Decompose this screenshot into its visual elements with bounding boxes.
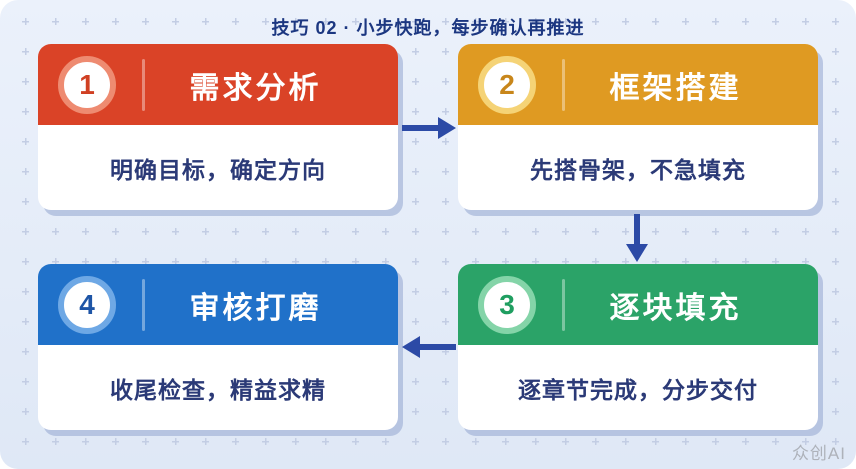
- step-4-header: 4 审核打磨: [38, 264, 398, 345]
- header-divider: [142, 58, 145, 111]
- step-2-header: 2 框架搭建: [458, 44, 818, 125]
- step-1-title: 需求分析: [189, 71, 322, 105]
- step-1-description: 明确目标，确定方向: [110, 156, 326, 183]
- step-card-2: 2 框架搭建 先搭骨架，不急填充: [458, 44, 818, 210]
- step-card-1: 1 需求分析 明确目标，确定方向: [38, 44, 398, 210]
- step-3-number-badge: 3: [478, 275, 536, 334]
- step-1-number-badge: 1: [58, 55, 116, 114]
- step-4-number-badge: 4: [58, 275, 116, 334]
- step-4-description: 收尾检查，精益求精: [110, 376, 326, 403]
- page-title: 技巧 02 · 小步快跑，每步确认再推进: [271, 18, 585, 38]
- step-2-title: 框架搭建: [609, 71, 742, 105]
- step-2-number-badge: 2: [478, 55, 536, 114]
- step-3-title: 逐块填充: [609, 291, 742, 325]
- watermark: 众创AI: [791, 444, 846, 463]
- step-4-title: 审核打磨: [189, 291, 322, 325]
- header-divider: [562, 58, 565, 111]
- step-card-3: 3 逐块填充 逐章节完成，分步交付: [458, 264, 818, 430]
- step-card-4: 4 审核打磨 收尾检查，精益求精: [38, 264, 398, 430]
- step-2-description: 先搭骨架，不急填充: [530, 156, 746, 183]
- arrow-down-icon: [623, 214, 651, 262]
- arrow-right-icon: [402, 114, 456, 142]
- header-divider: [142, 278, 145, 331]
- step-3-description: 逐章节完成，分步交付: [518, 376, 758, 403]
- header-divider: [562, 278, 565, 331]
- step-3-header: 3 逐块填充: [458, 264, 818, 345]
- arrow-left-icon: [402, 333, 456, 361]
- step-1-header: 1 需求分析: [38, 44, 398, 125]
